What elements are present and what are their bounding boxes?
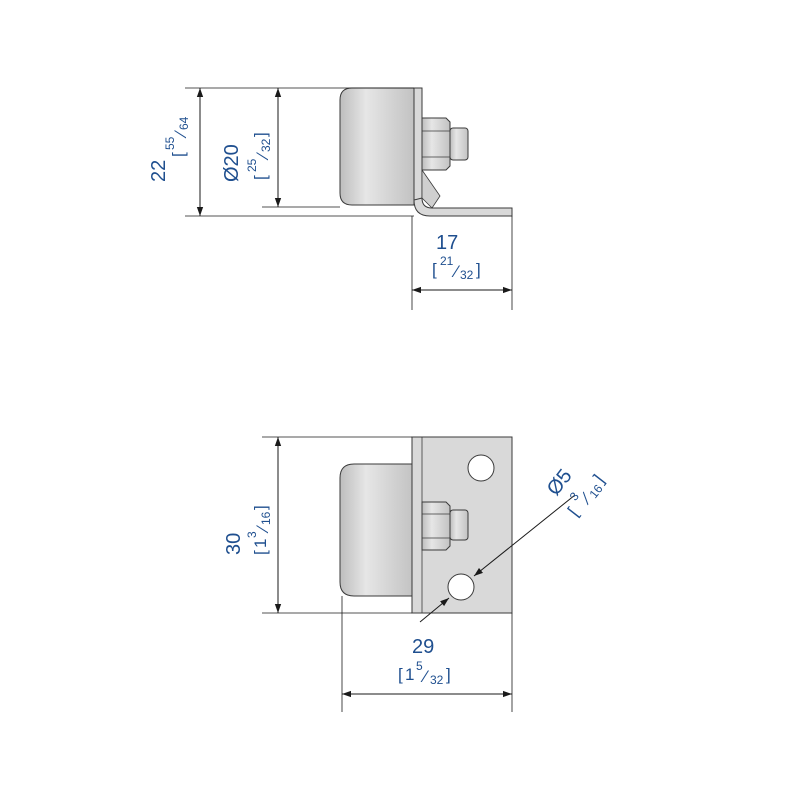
front-height-mm: 30 bbox=[223, 533, 245, 555]
svg-text:[: [ bbox=[169, 152, 188, 157]
svg-text:]: ] bbox=[476, 260, 481, 279]
svg-text:⁄: ⁄ bbox=[171, 129, 190, 139]
side-bolt-end bbox=[449, 127, 469, 161]
side-bumper-body bbox=[339, 87, 415, 206]
svg-text:⁄: ⁄ bbox=[420, 667, 430, 686]
dim-front-width-label: 29 [ 1 5 ⁄ 32 ] bbox=[398, 636, 451, 687]
front-width-mm: 29 bbox=[412, 636, 434, 658]
front-bumper-body bbox=[339, 463, 415, 597]
front-top-hole bbox=[467, 454, 495, 482]
svg-text:]: ] bbox=[446, 665, 451, 684]
front-width-in-den: 32 bbox=[430, 673, 444, 687]
svg-text:[: [ bbox=[251, 550, 270, 555]
svg-text:]: ] bbox=[251, 505, 270, 510]
front-width-in-whole: 1 bbox=[405, 665, 414, 684]
front-bolt-end bbox=[449, 509, 469, 541]
side-bracket-plate bbox=[413, 87, 423, 201]
dim-side-diameter-label: Ø20 [ 25 ⁄ 32 ] bbox=[221, 132, 273, 182]
side-depth-mm: 17 bbox=[436, 232, 458, 254]
dim-front-height-label: 30 [ 1 3 ⁄ 16 ] bbox=[223, 505, 273, 555]
dim-hole-label: Ø5 [ 3 ⁄ 16 ] bbox=[543, 465, 608, 520]
front-nut bbox=[421, 501, 451, 551]
side-height-in-den: 64 bbox=[177, 116, 191, 130]
svg-text:]: ] bbox=[251, 132, 270, 137]
side-height-mm: 22 bbox=[148, 160, 170, 182]
front-height-in-num: 3 bbox=[245, 531, 259, 538]
front-height-in-whole: 1 bbox=[251, 539, 270, 548]
svg-text:⁄: ⁄ bbox=[451, 262, 461, 281]
dim-side-height-label: 22 [ 55 ⁄ 64 bbox=[148, 116, 191, 182]
side-view: 22 [ 55 ⁄ 64 Ø20 [ 25 ⁄ 32 ] 17 [ 21 ⁄ 3… bbox=[148, 87, 513, 310]
dim-hole-leader-top bbox=[473, 494, 576, 577]
side-nut bbox=[421, 117, 451, 171]
front-bottom-hole bbox=[447, 573, 475, 601]
svg-text:[: [ bbox=[564, 504, 582, 520]
svg-text:⁄: ⁄ bbox=[253, 524, 272, 534]
front-height-in-den: 16 bbox=[259, 511, 273, 525]
side-height-in-num: 55 bbox=[163, 136, 177, 150]
front-view: 30 [ 1 3 ⁄ 16 ] 29 [ 1 5 ⁄ 32 ] Ø5 [ 3 ⁄… bbox=[223, 436, 608, 712]
side-bracket-leg bbox=[413, 197, 513, 217]
dim-side-depth-label: 17 [ 21 ⁄ 32 ] bbox=[432, 232, 481, 282]
svg-text:[: [ bbox=[251, 175, 270, 180]
svg-text:⁄: ⁄ bbox=[253, 151, 272, 161]
svg-text:[: [ bbox=[398, 665, 403, 684]
side-diameter-mm: Ø20 bbox=[221, 144, 243, 182]
front-width-in-num: 5 bbox=[416, 659, 423, 673]
side-gusset bbox=[421, 168, 441, 209]
side-depth-in-num: 21 bbox=[440, 254, 454, 268]
side-diameter-in-den: 32 bbox=[259, 138, 273, 152]
side-depth-in-den: 32 bbox=[460, 268, 474, 282]
dim-hole-leader-bottom bbox=[419, 597, 450, 623]
side-diameter-in-num: 25 bbox=[245, 158, 259, 172]
svg-text:[: [ bbox=[432, 260, 437, 279]
